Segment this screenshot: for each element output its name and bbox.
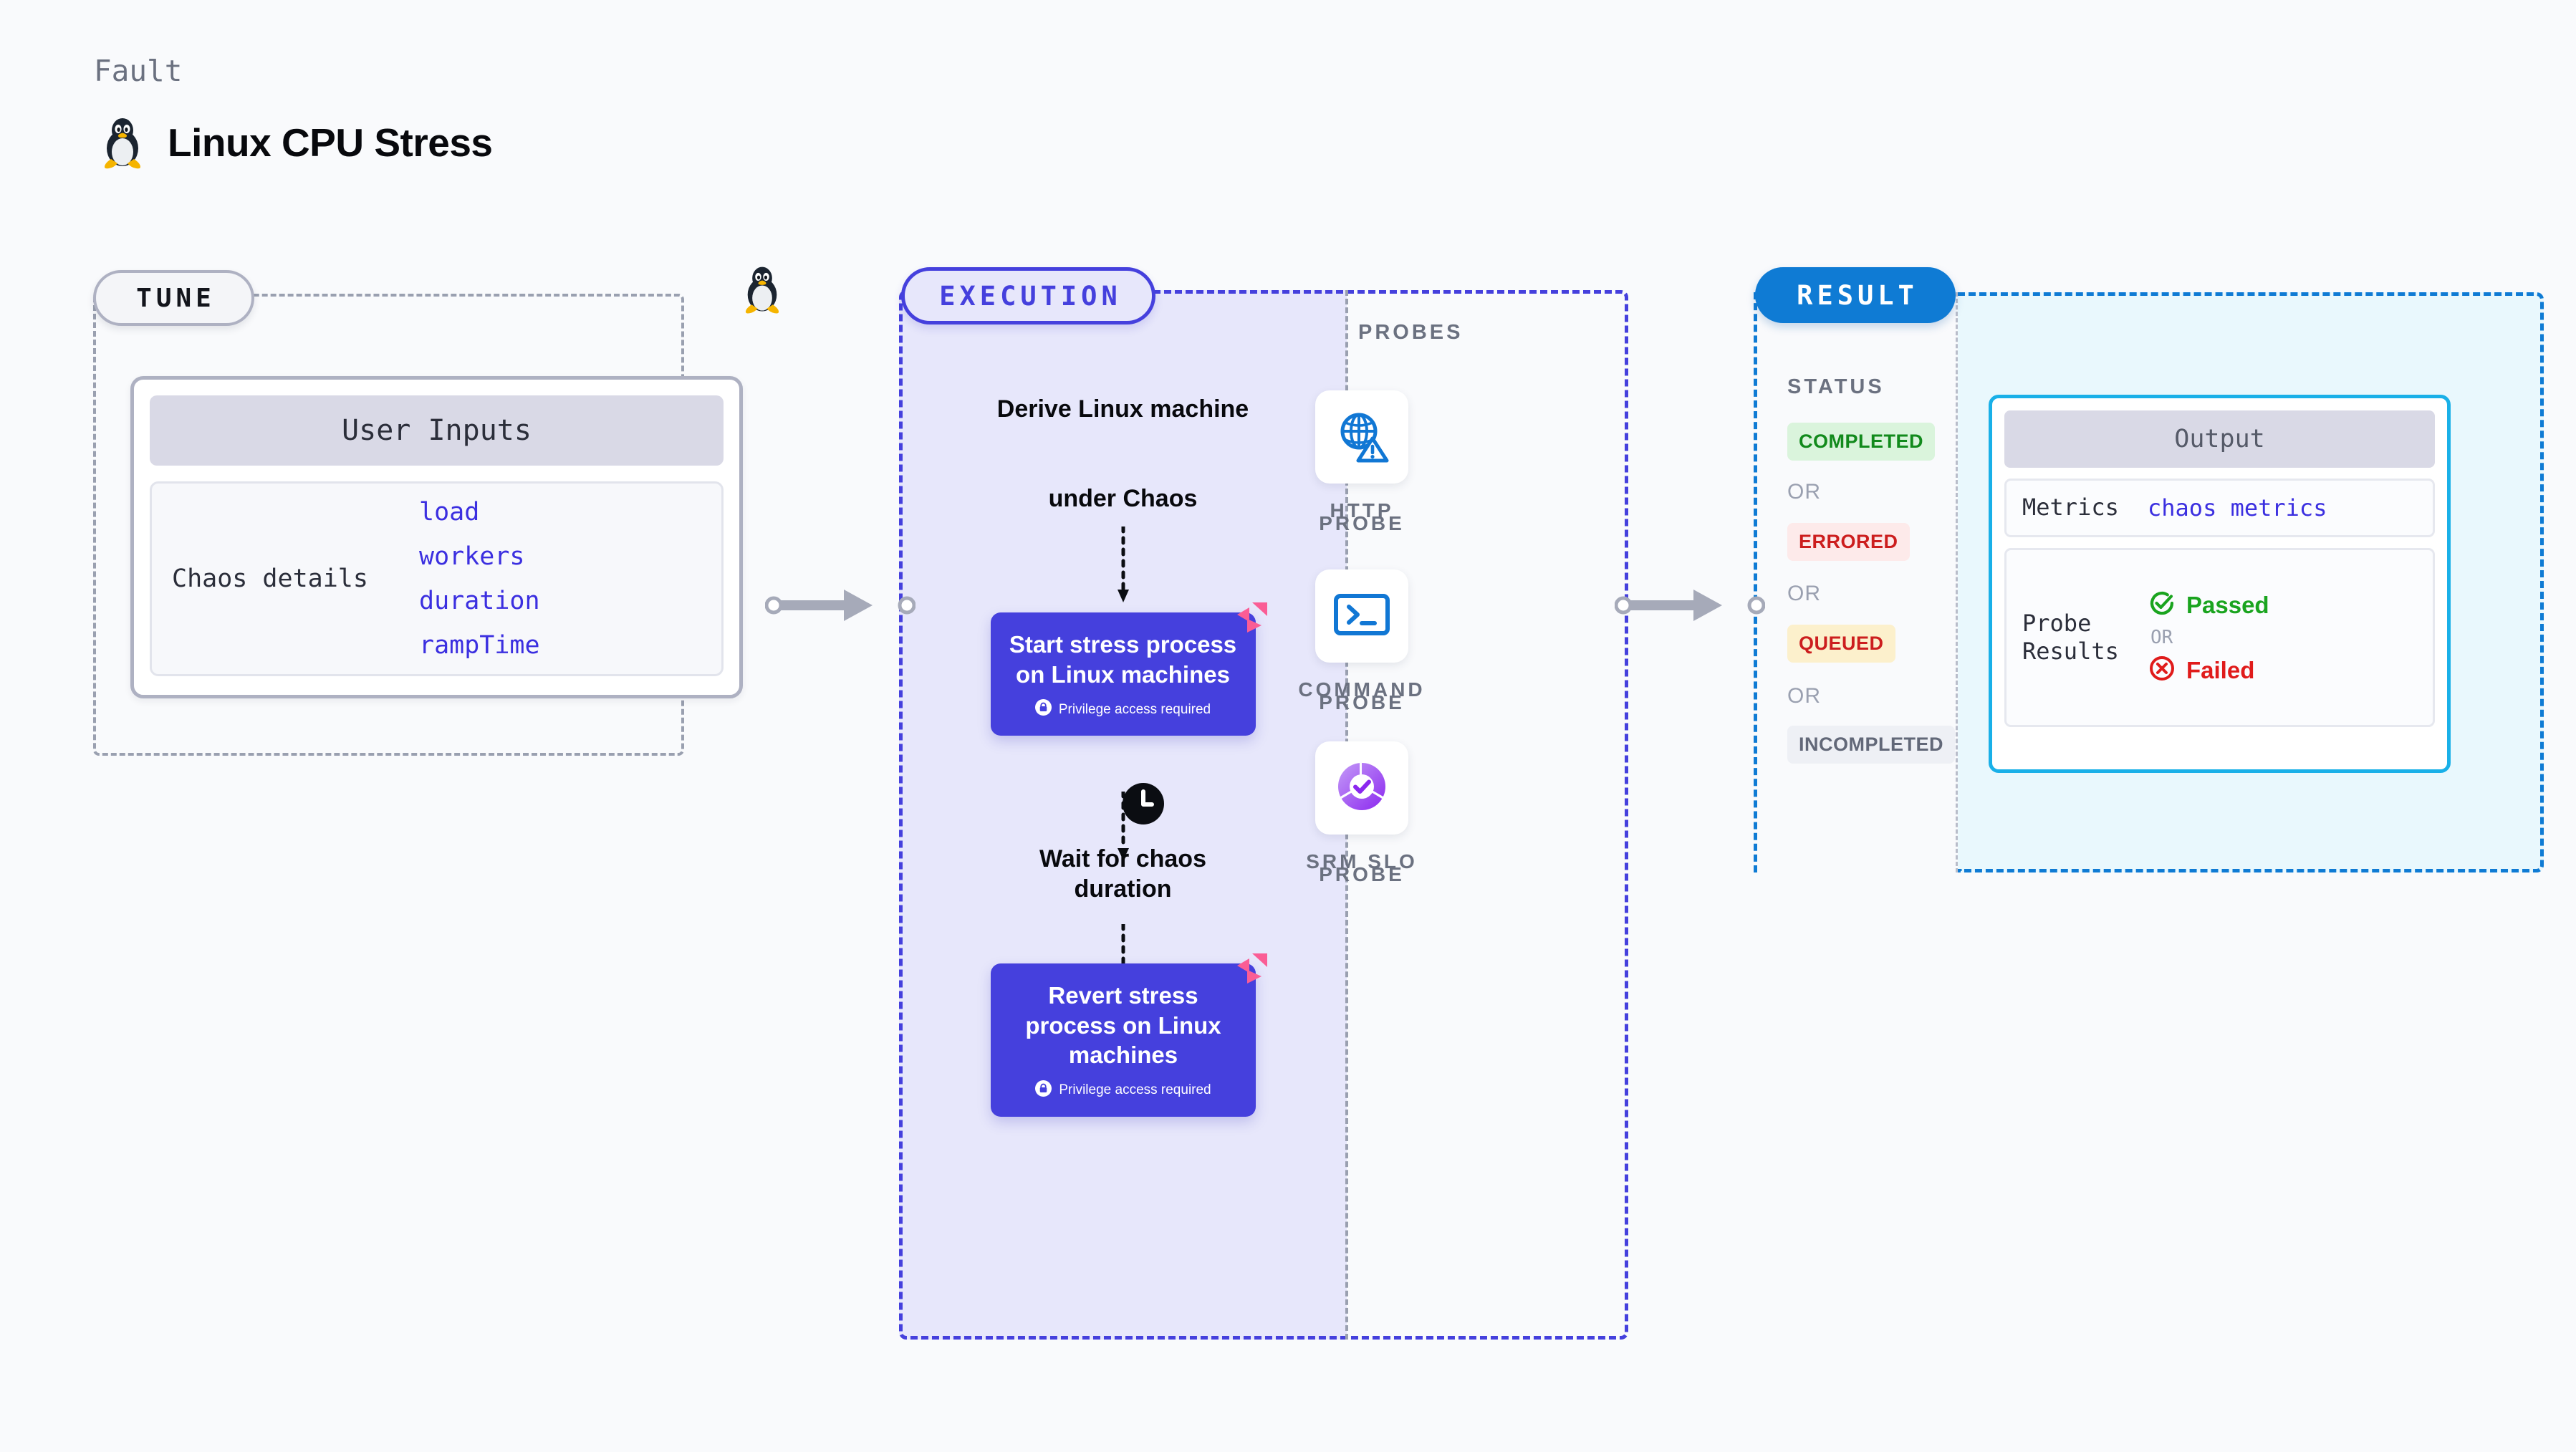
revert-stress-step-title: Revert stress process on Linux machines bbox=[1025, 982, 1221, 1069]
probe-command-label-line1: COMMAND bbox=[1298, 678, 1426, 701]
derive-step-title-line1: Derive Linux machine bbox=[996, 395, 1249, 423]
revert-stress-step[interactable]: Revert stress process on Linux machines … bbox=[991, 953, 1267, 1117]
result-section-pill[interactable]: RESULT bbox=[1755, 267, 1956, 323]
page-title: Linux CPU Stress bbox=[168, 120, 493, 165]
connector-probes-to-result bbox=[1614, 584, 1766, 630]
probe-http[interactable]: HTTP bbox=[1265, 390, 1458, 524]
probe-command[interactable]: COMMAND bbox=[1265, 569, 1458, 703]
input-param-workers: workers bbox=[419, 542, 525, 571]
output-probe-results-key-line2: Results bbox=[2022, 638, 2119, 665]
probe-srm-slo-label-line1: SRM SLO bbox=[1306, 850, 1418, 872]
probe-http-label2-wrap: PROBE bbox=[1265, 511, 1458, 537]
probe-command-label2-wrap: PROBE bbox=[1265, 690, 1458, 716]
tune-tux-penguin-icon bbox=[741, 264, 783, 319]
execution-panel bbox=[899, 290, 1628, 1340]
status-or-1: OR bbox=[1787, 480, 1821, 504]
result-status-panel bbox=[1754, 292, 1958, 872]
x-circle-icon bbox=[2148, 654, 2176, 686]
output-probe-results-key: Probe Results bbox=[2022, 610, 2148, 665]
terminal-icon bbox=[1333, 592, 1390, 640]
wait-step-title-line1: Wait for chaos bbox=[1039, 845, 1206, 872]
tune-section-pill[interactable]: TUNE bbox=[93, 270, 254, 326]
probe-srm-slo-card[interactable] bbox=[1315, 741, 1408, 835]
status-label: STATUS bbox=[1787, 375, 1885, 398]
lock-icon bbox=[1034, 699, 1052, 720]
probe-command-label-line2: PROBE bbox=[1319, 691, 1405, 713]
probe-result-passed-text: Passed bbox=[2186, 591, 2269, 618]
probe-http-label-line1: HTTP bbox=[1330, 499, 1394, 521]
page-header: Linux CPU Stress bbox=[100, 115, 493, 170]
probe-result-failed: Failed bbox=[2148, 654, 2269, 686]
probe-result-passed: Passed bbox=[2148, 589, 2269, 621]
page-kicker: Fault bbox=[94, 54, 183, 88]
clock-icon bbox=[1123, 783, 1164, 828]
user-inputs-card-body: Chaos details load workers duration ramp… bbox=[150, 481, 724, 676]
chaos-logo-icon bbox=[1236, 952, 1269, 989]
tux-penguin-icon bbox=[100, 115, 145, 170]
probe-result-or: OR bbox=[2150, 627, 2173, 648]
output-card-header: Output bbox=[2004, 410, 2435, 468]
globe-warning-icon bbox=[1334, 408, 1390, 467]
output-metrics-value: chaos metrics bbox=[2148, 494, 2327, 521]
execution-flow: Derive Linux machine under Chaos Start s… bbox=[899, 290, 1347, 1340]
probe-result-failed-text: Failed bbox=[2186, 656, 2255, 683]
status-or-2: OR bbox=[1787, 582, 1821, 605]
start-stress-step[interactable]: Start stress process on Linux machines P… bbox=[990, 602, 1267, 736]
connector-tune-to-execution bbox=[764, 584, 916, 630]
output-metrics-key: Metrics bbox=[2022, 494, 2119, 521]
status-badge-errored: ERRORED bbox=[1787, 523, 1910, 561]
revert-stress-step-note: Privilege access required bbox=[1005, 1080, 1241, 1101]
input-param-load: load bbox=[419, 498, 480, 527]
input-param-ramptime: rampTime bbox=[419, 631, 540, 660]
probe-srm-slo-label-line2: PROBE bbox=[1319, 863, 1405, 885]
flow-arrow-2 bbox=[1115, 789, 1132, 867]
status-badge-queued: QUEUED bbox=[1787, 625, 1895, 663]
slo-donut-check-icon bbox=[1332, 757, 1391, 819]
probe-command-card[interactable] bbox=[1315, 569, 1408, 663]
chaos-details-values: load workers duration rampTime bbox=[419, 498, 540, 660]
revert-stress-step-note-text: Privilege access required bbox=[1059, 1082, 1211, 1098]
lock-icon bbox=[1035, 1080, 1052, 1101]
probes-label: PROBES bbox=[1358, 321, 1464, 344]
status-or-3: OR bbox=[1787, 684, 1821, 708]
probe-http-card[interactable] bbox=[1315, 390, 1408, 484]
output-probe-results-key-line1: Probe bbox=[2022, 609, 2092, 637]
check-circle-icon bbox=[2148, 589, 2176, 621]
start-stress-step-note-text: Privilege access required bbox=[1058, 701, 1211, 717]
probe-srm-slo[interactable]: SRM SLO bbox=[1265, 741, 1458, 875]
start-stress-step-note: Privilege access required bbox=[1005, 699, 1241, 720]
user-inputs-card: User Inputs Chaos details load workers d… bbox=[130, 376, 743, 698]
output-probe-results-values: Passed OR Failed bbox=[2148, 589, 2269, 686]
flow-arrow-1 bbox=[1115, 524, 1132, 609]
wait-step-title-line2: duration bbox=[1074, 875, 1172, 903]
derive-step-title-line2: under Chaos bbox=[1048, 485, 1198, 512]
user-inputs-card-header: User Inputs bbox=[150, 395, 724, 466]
status-badge-incompleted: INCOMPLETED bbox=[1787, 726, 1956, 764]
probe-http-label-line2: PROBE bbox=[1319, 512, 1405, 534]
execution-section-pill[interactable]: EXECUTION bbox=[901, 267, 1155, 324]
input-param-duration: duration bbox=[419, 587, 540, 615]
output-metrics-row: Metrics chaos metrics bbox=[2004, 479, 2435, 537]
status-badge-completed: COMPLETED bbox=[1787, 423, 1936, 461]
output-card: Output Metrics chaos metrics Probe Resul… bbox=[1989, 395, 2451, 773]
probe-srm-label2-wrap: PROBE bbox=[1265, 862, 1458, 888]
chaos-details-label: Chaos details bbox=[172, 564, 368, 593]
chaos-logo-icon bbox=[1236, 601, 1269, 638]
start-stress-step-title: Start stress process on Linux machines bbox=[1009, 631, 1237, 688]
output-probe-results-row: Probe Results Passed OR bbox=[2004, 548, 2435, 727]
